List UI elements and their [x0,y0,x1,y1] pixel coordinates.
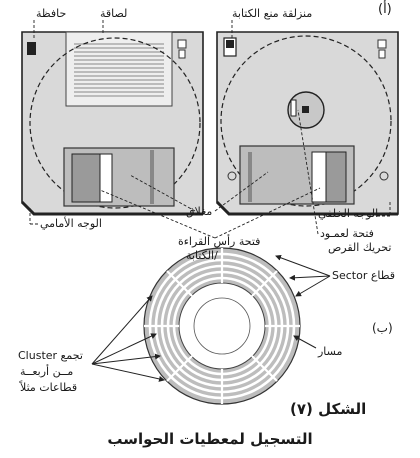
label-shutter: مغلاق [186,205,213,218]
leader-lines-b [91,254,331,382]
figure-number: الشكل (٧) [290,400,367,418]
label-sticker-text: لصاقة [100,7,128,20]
label-front-side: الوجه الأمامي [40,217,102,230]
floppy-front [20,31,204,216]
label-sticker [65,31,173,107]
label-jacket: حافظة [36,7,67,20]
write-protect-notch-front [27,42,36,55]
sector-dividers [144,248,300,404]
disk-outline-front [29,37,201,209]
label-cluster-3: قطاعات مثلاً [20,381,78,394]
part-b-marker: (ب) [372,321,393,335]
label-back-side: الوجه الخلفي [318,207,379,220]
track-disk [143,247,301,405]
label-sector: قطاع Sector [332,269,396,282]
disk-outline-back [220,35,392,207]
label-write-protect-tab: منزلقة منع الكتابة [232,7,313,20]
part-a-marker: (أ) [378,2,392,17]
label-spindle-hole-2: تحريك القرص [328,241,392,254]
label-cluster-1: تجمع Cluster [18,349,83,362]
label-head-window-2: /الكتابة [186,249,218,262]
label-cluster-2: مــن أربعــة [20,365,74,378]
floppy-back [215,31,399,216]
figure-caption: التسجيل لمعطيات الحواسب [107,430,313,448]
label-head-window: فتحة رأس القراءة [178,235,261,248]
label-track: مسار [318,345,343,358]
label-spindle-hole-1: فتحة لعمـود [320,227,374,240]
